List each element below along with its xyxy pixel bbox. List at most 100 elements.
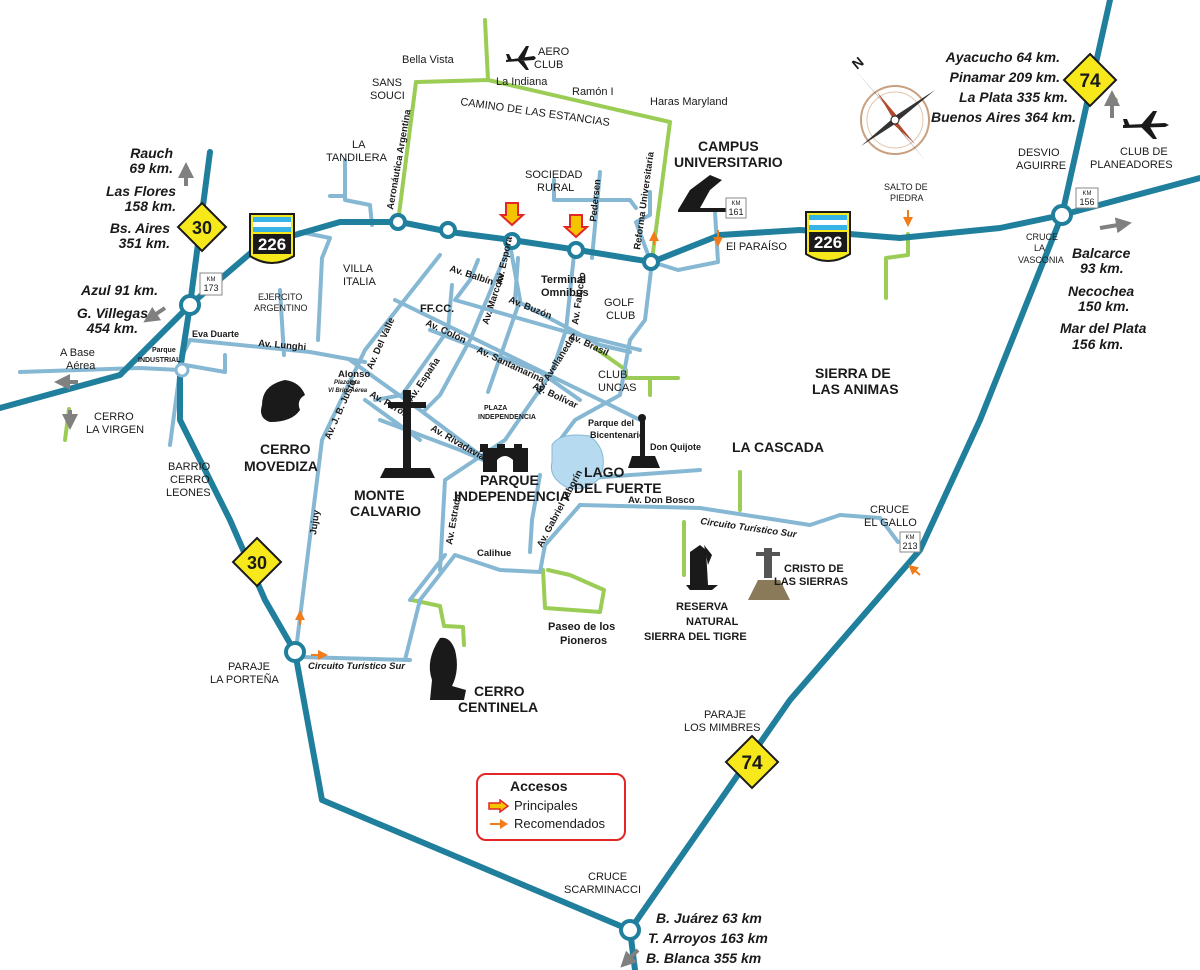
svg-text:Rauch: Rauch [130, 145, 173, 161]
street-label: Av. Lunghi [258, 338, 307, 353]
centinela-rock-icon [429, 637, 466, 700]
route-74-shield-south: 74 [724, 734, 780, 790]
street-label: Av. Santamarina [475, 345, 547, 386]
lake-shape [550, 434, 604, 490]
legend-recomendado: Recomendados [488, 816, 605, 831]
parque-indep-label: INDEPENDENCIA [454, 488, 570, 504]
svg-text:Necochea: Necochea [1068, 283, 1134, 299]
scarminacci-label: CRUCE [588, 871, 627, 883]
route-74-road [627, 0, 1113, 933]
portena-label: PARAJE [228, 661, 270, 673]
legend-principal-label: Principales [514, 798, 578, 813]
svg-text:173: 173 [203, 283, 218, 293]
principal-access-icon [562, 214, 590, 239]
pioneros-label: Paseo de los [548, 621, 615, 633]
street-label: Pedersen [588, 178, 603, 222]
silhouettes [261, 46, 1169, 700]
quijote-label: Don Quijote [650, 442, 701, 452]
gallo-label: EL GALLO [864, 517, 917, 529]
mimbres-label: LOS MIMBRES [684, 722, 760, 734]
recommended-arrows [295, 210, 921, 660]
east-arrow-icon [1099, 217, 1132, 234]
golf-label: CLUB [606, 310, 635, 322]
principal-access-icon [488, 798, 510, 813]
svg-text:Bs. Aires: Bs. Aires [110, 220, 170, 236]
route-30-label: 30 [247, 553, 267, 573]
route-226-label: 226 [814, 233, 842, 252]
centinela-label: CERRO [474, 683, 525, 699]
calvario-label: CALVARIO [350, 503, 421, 519]
svg-text:69 km.: 69 km. [129, 160, 173, 176]
svg-text:KM: KM [207, 277, 216, 283]
svg-text:Mar del Plata: Mar del Plata [1060, 320, 1147, 336]
parque-indep-label: PARQUE [480, 472, 539, 488]
street-label: Reforma Universitaria [632, 150, 657, 250]
street-label: Jujuy [308, 509, 322, 536]
svg-text:B. Blanca 355 km: B. Blanca 355 km [646, 950, 761, 966]
scarminacci-label: SCARMINACCI [564, 884, 641, 896]
terminal-label: Terminal [541, 274, 586, 286]
svg-text:N: N [849, 54, 867, 73]
svg-text:158 km.: 158 km. [125, 198, 176, 214]
bicentenario-label: Parque del [588, 418, 634, 428]
roundabout [174, 362, 190, 378]
vasconia-label: LA [1034, 243, 1045, 253]
roundabouts [174, 204, 1073, 941]
route-30-label: 30 [192, 218, 212, 238]
tandilera-label: TANDILERA [326, 152, 388, 164]
lago-label: LAGO [584, 464, 625, 480]
pioneros-label: Pioneros [560, 635, 607, 647]
salto-label: SALTO DE [884, 182, 928, 192]
svg-text:G. Villegas: G. Villegas [77, 305, 148, 321]
eva-duarte-label: Eva Duarte [192, 329, 239, 339]
tandilera-label: LA [352, 139, 366, 151]
distances-west: Azul 91 km. G. Villegas 454 km. [77, 282, 158, 336]
access-markers [498, 202, 590, 239]
ejercito-label: ARGENTINO [254, 303, 308, 313]
svg-text:93 km.: 93 km. [1080, 260, 1124, 276]
distances-east: Balcarce 93 km. Necochea 150 km. Mar del… [1060, 245, 1147, 352]
uncas-label: CLUB [598, 369, 627, 381]
street-label: Alonso [338, 369, 370, 380]
cristo-label: LAS SIERRAS [774, 576, 848, 588]
roundabout [389, 213, 407, 231]
legend-title: Accesos [510, 778, 568, 794]
sans-souci-label: SOUCI [370, 90, 405, 102]
street-label: Av. Balbín [448, 263, 495, 288]
route-226-label: 226 [258, 235, 286, 254]
route-74-shield-north: 74 [1062, 52, 1118, 108]
portena-label: LA PORTEÑA [210, 673, 280, 686]
cerro-virgen-label: CERRO [94, 411, 134, 423]
base-aerea-label: Aérea [66, 360, 96, 372]
svg-text:La Plata 335 km.: La Plata 335 km. [959, 89, 1068, 105]
secondary-roads [18, 158, 900, 662]
west-arrow-icon [143, 306, 167, 323]
calvario-cross-icon [380, 390, 435, 478]
street-label: Circuito Turístico Sur [308, 661, 406, 672]
direction-arrows [54, 90, 1132, 968]
vasconia-label: CRUCE [1026, 232, 1058, 242]
sierra-animas-label: SIERRA DE [815, 365, 891, 381]
route-30-shield-north: 30 [176, 201, 228, 253]
cerro-leones-label: BARRIO [168, 461, 211, 473]
castle-icon [480, 444, 528, 472]
svg-text:156 km.: 156 km. [1072, 336, 1123, 352]
roundabout [619, 919, 641, 941]
svg-text:156: 156 [1079, 197, 1094, 207]
bella-vista-label: Bella Vista [402, 54, 455, 66]
km-marker-156: KM 156 [1075, 187, 1099, 209]
roundabout [179, 294, 201, 316]
street-label: Av. Don Bosco [628, 495, 695, 506]
sociedad-rural-label: SOCIEDAD [525, 169, 583, 181]
cristo-statue-icon [748, 548, 790, 600]
plaza-label: PLAZA [484, 405, 507, 412]
km-marker-161: KM 161 [725, 197, 747, 219]
plane-icon [506, 46, 536, 70]
legend-principal: Principales [488, 798, 578, 813]
plaza-label: INDEPENDENCIA [478, 414, 536, 421]
movediza-rock-icon [261, 380, 305, 422]
roundabout [284, 641, 306, 663]
roundabout [439, 221, 457, 239]
glider-icon [1123, 111, 1169, 139]
